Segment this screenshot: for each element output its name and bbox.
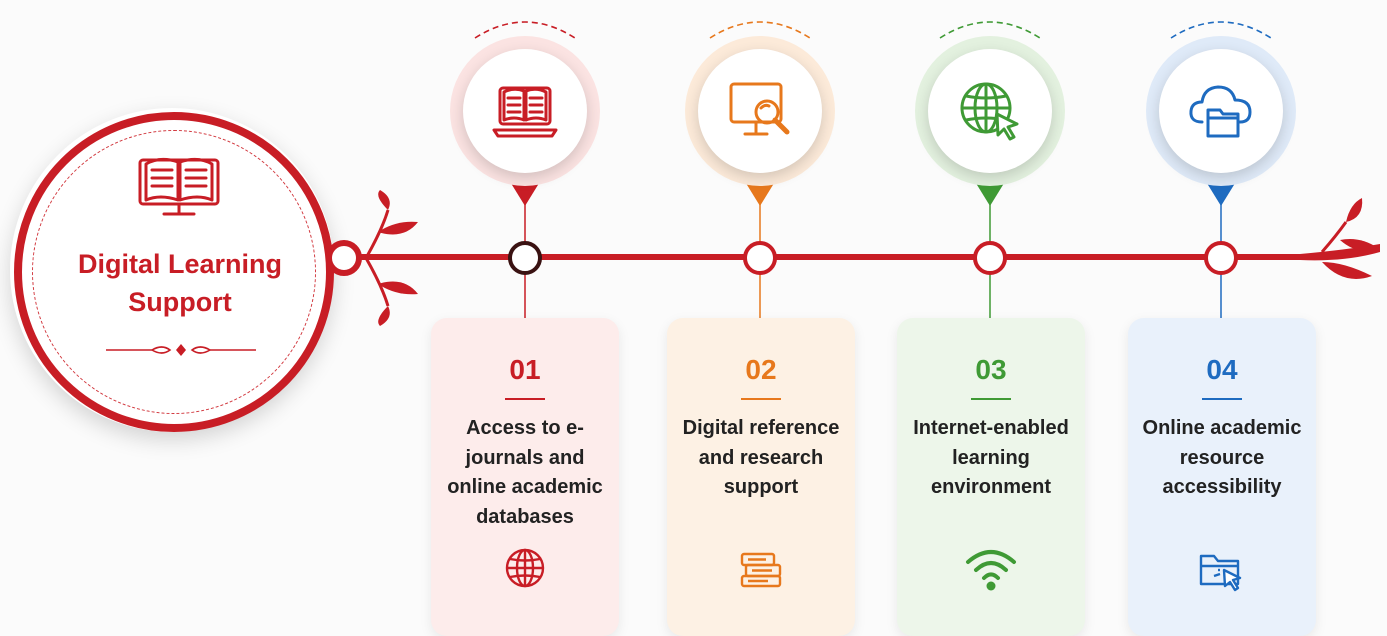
timeline-node-4 bbox=[1204, 241, 1238, 275]
monitor-search-icon bbox=[729, 82, 790, 136]
hero-ring bbox=[14, 112, 334, 432]
step-number: 02 bbox=[745, 354, 777, 385]
step-card-3: 03 Internet-enabled learning environment bbox=[897, 318, 1085, 636]
medallion-2 bbox=[685, 36, 835, 186]
hero-dashed-ring bbox=[32, 130, 316, 414]
step-card-2: 02 Digital reference and research suppor… bbox=[667, 318, 855, 636]
hero-title: Digital Learning Support bbox=[77, 249, 283, 317]
step-rule bbox=[971, 398, 1011, 400]
timeline-node-3 bbox=[973, 241, 1007, 275]
globe-icon bbox=[505, 548, 545, 588]
step-text: Online academic resource accessibility bbox=[1142, 417, 1302, 498]
step-number: 03 bbox=[975, 354, 1007, 385]
timeline-node-1 bbox=[508, 241, 542, 275]
open-book-laptop-icon bbox=[138, 157, 220, 216]
step-rule bbox=[1202, 398, 1242, 400]
step-card-1: 01 Access to e-journals and online acade… bbox=[431, 318, 619, 636]
step-rule bbox=[505, 398, 545, 400]
wifi-icon bbox=[966, 550, 1016, 591]
step-number: 04 bbox=[1206, 354, 1238, 385]
timeline-node-2 bbox=[743, 241, 777, 275]
leaf-branch-left bbox=[364, 190, 418, 326]
hub-node bbox=[326, 240, 362, 276]
globe-cursor-icon bbox=[960, 82, 1019, 141]
leaf-branch-right bbox=[1320, 198, 1378, 279]
books-stack-icon bbox=[740, 552, 782, 588]
cloud-folder-icon bbox=[1189, 85, 1252, 138]
folder-cursor-icon bbox=[1199, 554, 1242, 592]
medallion-4 bbox=[1146, 36, 1296, 186]
step-rule bbox=[741, 398, 781, 400]
ornament-divider bbox=[106, 344, 256, 356]
medallion-3 bbox=[915, 36, 1065, 186]
medallion-1 bbox=[450, 36, 600, 186]
step-text: Access to e-journals and online academic… bbox=[447, 417, 603, 528]
step-text: Internet-enabled learning environment bbox=[913, 417, 1069, 498]
step-text: Digital reference and research support bbox=[682, 417, 840, 498]
step-number: 01 bbox=[509, 354, 541, 385]
timeline-line bbox=[350, 254, 1310, 260]
step-card-4: 04 Online academic resource accessibilit… bbox=[1128, 318, 1316, 636]
laptop-ebook-icon bbox=[492, 86, 558, 138]
